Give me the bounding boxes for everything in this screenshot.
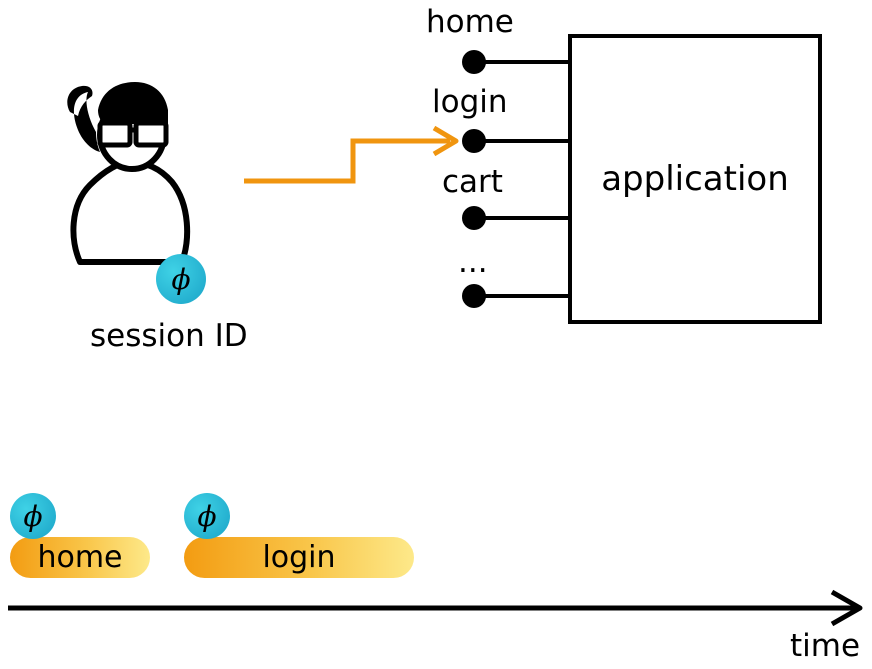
request-arrow — [244, 138, 450, 184]
request-badge-login: ϕ — [184, 493, 230, 539]
request-pill-home-label: home — [37, 540, 123, 575]
endpoint-label-cart: cart — [442, 164, 503, 200]
endpoint-connectors — [474, 60, 568, 298]
user-hair — [67, 82, 168, 152]
endpoint-dot-login — [462, 129, 486, 153]
request-badge-home: ϕ — [10, 493, 56, 539]
endpoint-dots — [462, 50, 486, 308]
request-arrowhead — [432, 125, 459, 157]
request-pill-login: login — [184, 537, 414, 578]
session-id-symbol: ϕ — [171, 262, 191, 296]
time-axis-label: time — [790, 628, 861, 664]
request-pill-login-label: login — [262, 540, 336, 575]
endpoint-label-home: home — [426, 4, 514, 40]
session-id-badge: ϕ — [156, 254, 206, 304]
endpoint-label-login: login — [432, 84, 508, 120]
endpoint-dot-home — [462, 50, 486, 74]
application-box: application — [568, 34, 822, 324]
session-id-label: session ID — [90, 318, 248, 354]
application-label: application — [601, 159, 789, 199]
user-body — [70, 159, 191, 265]
endpoint-label-more: ... — [458, 244, 488, 280]
endpoint-dot-more — [462, 284, 486, 308]
request-pill-home: home — [10, 537, 150, 578]
endpoint-dot-cart — [462, 206, 486, 230]
request-badge-login-symbol: ϕ — [197, 499, 217, 533]
glasses-icon — [97, 120, 169, 148]
time-axis-arrowhead — [830, 589, 863, 627]
request-badge-home-symbol: ϕ — [23, 499, 43, 533]
